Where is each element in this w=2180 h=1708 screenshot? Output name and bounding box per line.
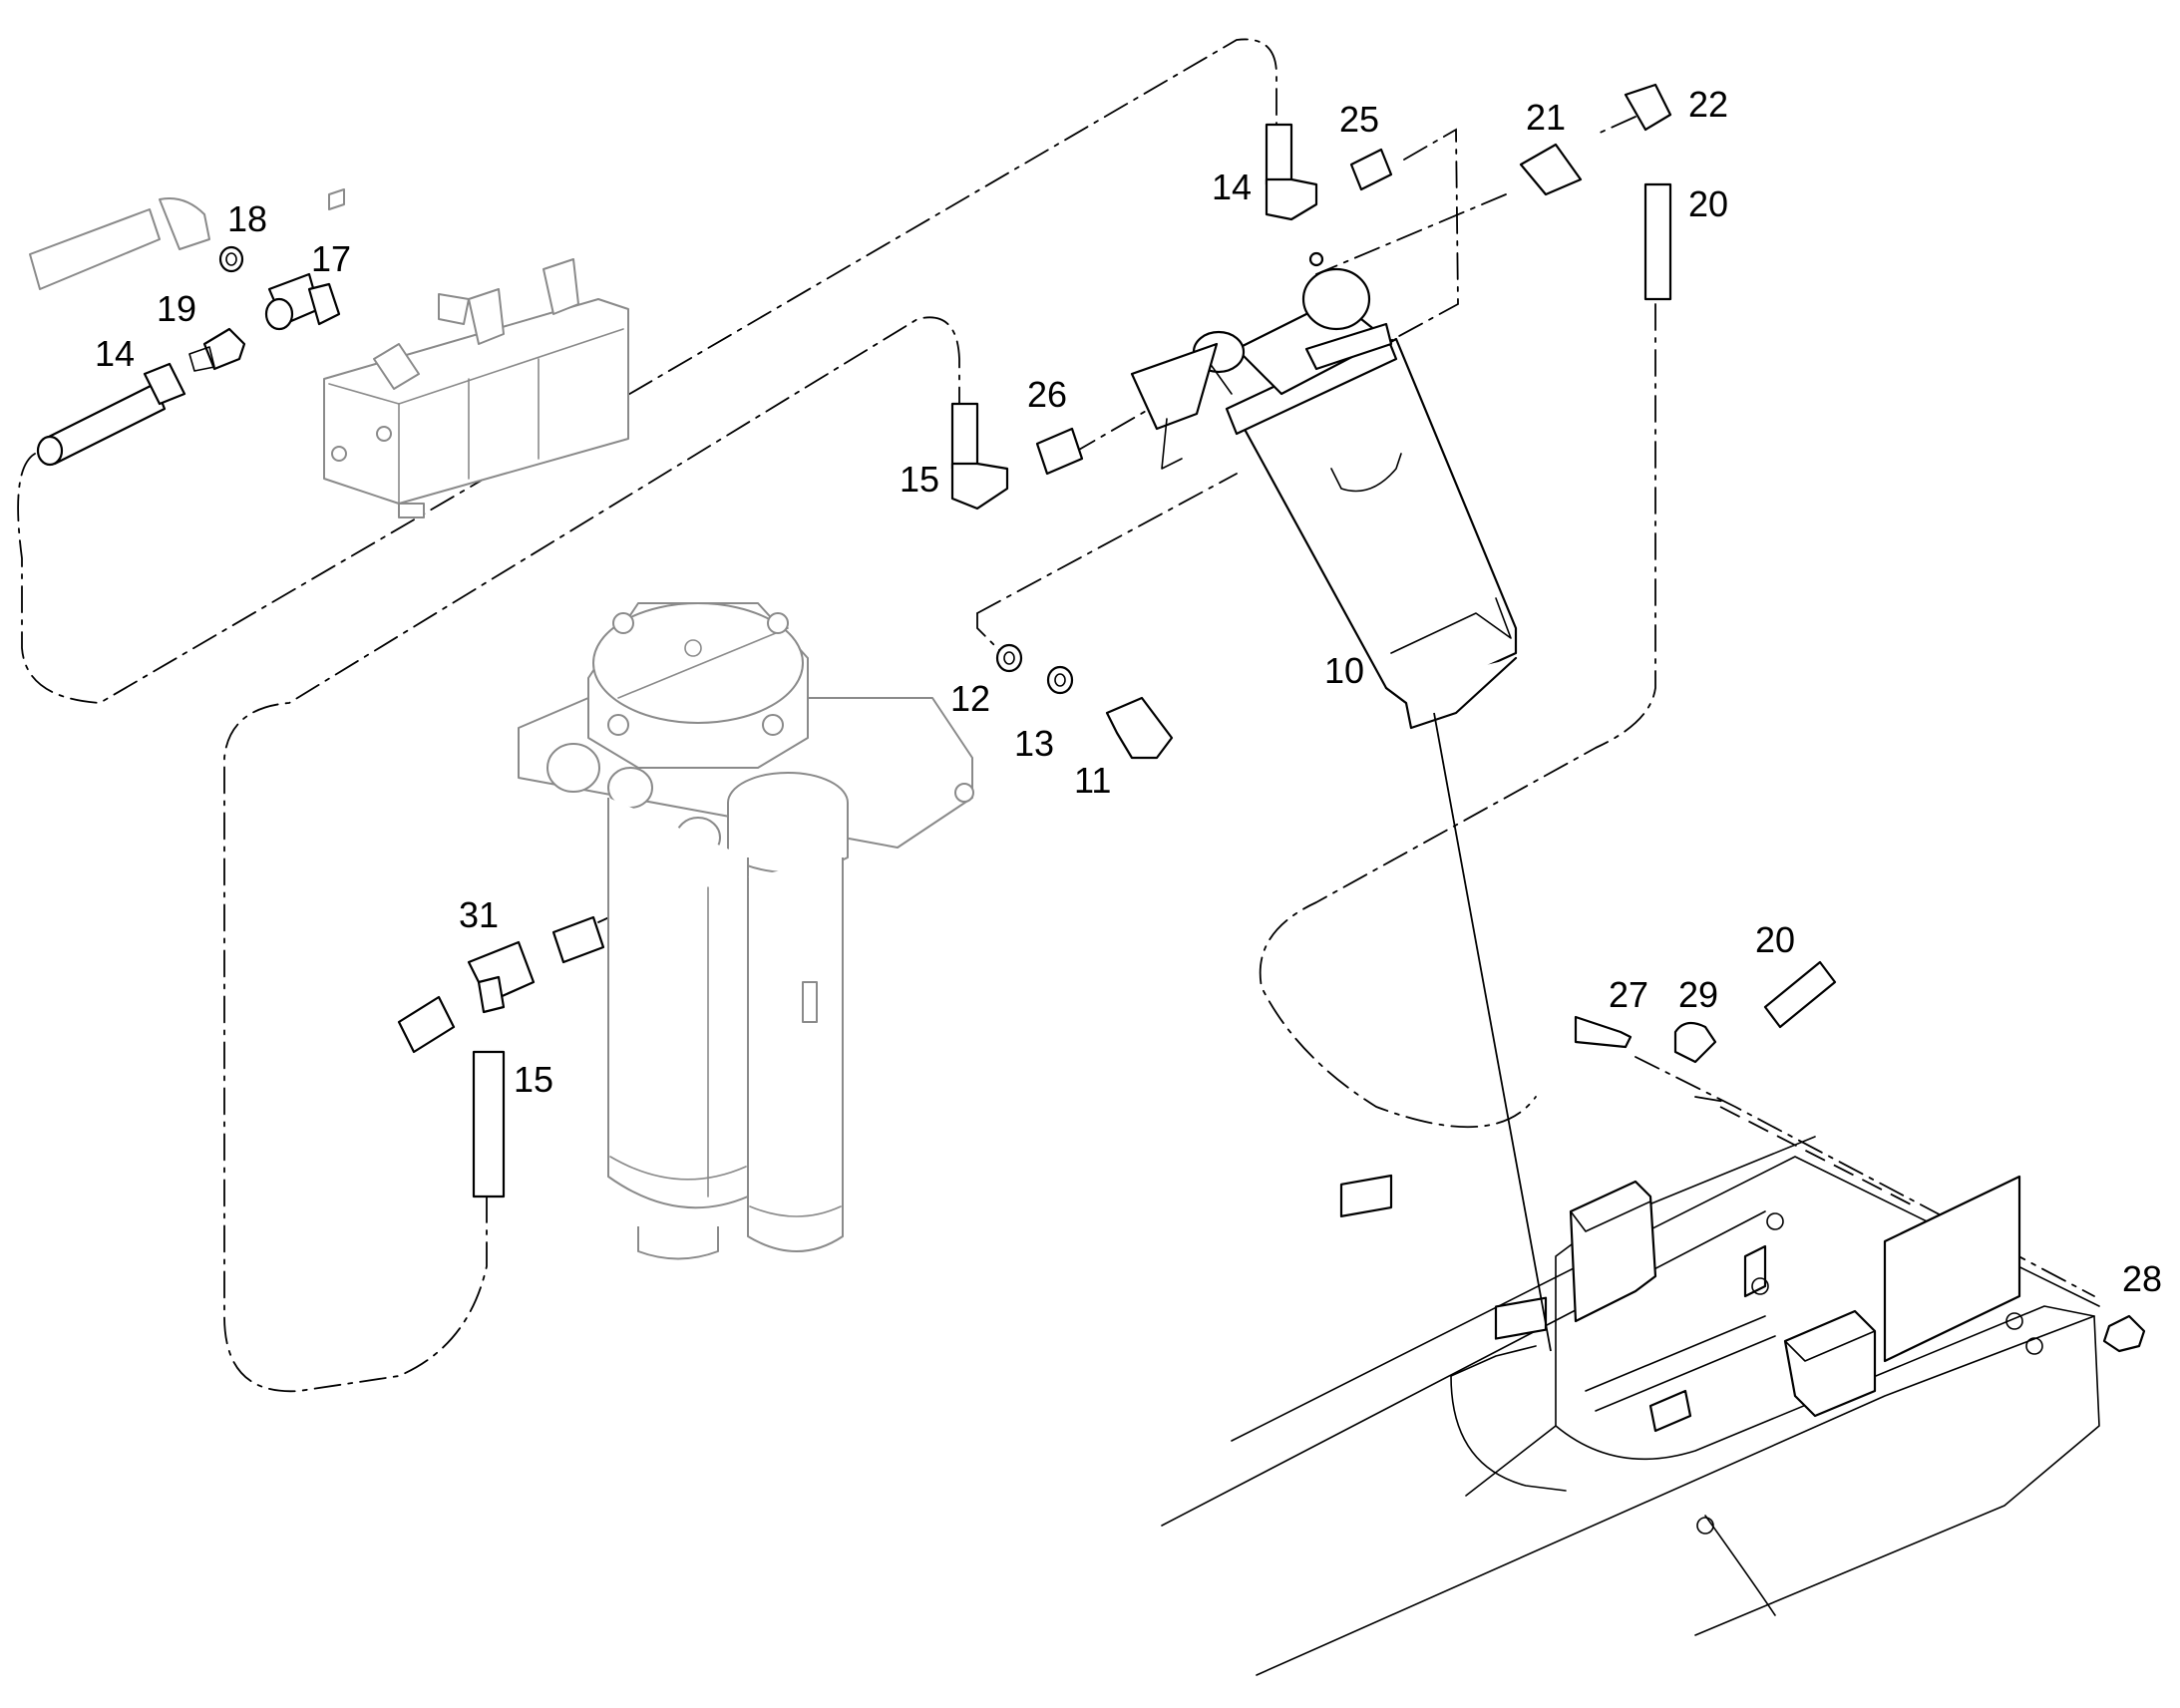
hose-15-lower: [472, 1050, 506, 1198]
washer-12: [995, 643, 1023, 673]
callout-13: 13: [1014, 723, 1054, 764]
hose-20-lower: [1763, 960, 1837, 1029]
main-filter-housing: [518, 602, 974, 1260]
callout-11: 11: [1074, 760, 1111, 801]
callout-27: 27: [1609, 974, 1648, 1015]
filter-assembly-10: [1130, 251, 1518, 730]
elbow-14-upper: [1265, 123, 1293, 186]
callout-14-lower: 14: [95, 333, 135, 374]
elbow-22: [1624, 83, 1672, 132]
clamp-29: [1673, 1021, 1717, 1064]
callout-18: 18: [227, 198, 267, 239]
callout-15-upper: 15: [900, 459, 939, 500]
callout-12: 12: [950, 678, 990, 719]
washer-13: [1046, 665, 1074, 695]
nipple-26: [1035, 427, 1084, 476]
elbow-15-lower: [397, 995, 456, 1054]
washer-18: [218, 245, 244, 273]
callout-20-upper: 20: [1688, 183, 1728, 224]
bolt-11: [1105, 696, 1174, 760]
callout-26: 26: [1027, 374, 1067, 415]
machine-frame: [1161, 1136, 2100, 1676]
callout-22: 22: [1688, 84, 1728, 125]
callout-28: 28: [2122, 1258, 2162, 1299]
adapter-21: [1519, 143, 1583, 196]
callout-21: 21: [1526, 97, 1566, 138]
callout-19: 19: [157, 288, 196, 329]
callout-31: 31: [459, 894, 499, 935]
nipple-25: [1349, 148, 1393, 191]
bolt-27: [1574, 1015, 1633, 1049]
callout-labels: 10 11 12 13 14 14 15 15 17 18 19 20 20 2…: [95, 84, 2162, 1299]
leader-line-10: [1433, 712, 1552, 1352]
callout-20-lower: 20: [1755, 919, 1795, 960]
callout-14-upper: 14: [1212, 167, 1252, 207]
elbow-15-upper: [950, 402, 979, 471]
hydraulic-pump-assembly: [29, 188, 629, 518]
hose-fittings: [36, 83, 2146, 1353]
callout-15-lower: 15: [514, 1059, 553, 1100]
callout-25: 25: [1339, 99, 1379, 140]
hose-20-upper: [1643, 182, 1672, 301]
callout-29: 29: [1678, 974, 1718, 1015]
callout-17: 17: [311, 238, 351, 279]
nut-28: [2102, 1314, 2146, 1353]
callout-10: 10: [1324, 650, 1364, 691]
adapter-19: [202, 327, 246, 371]
